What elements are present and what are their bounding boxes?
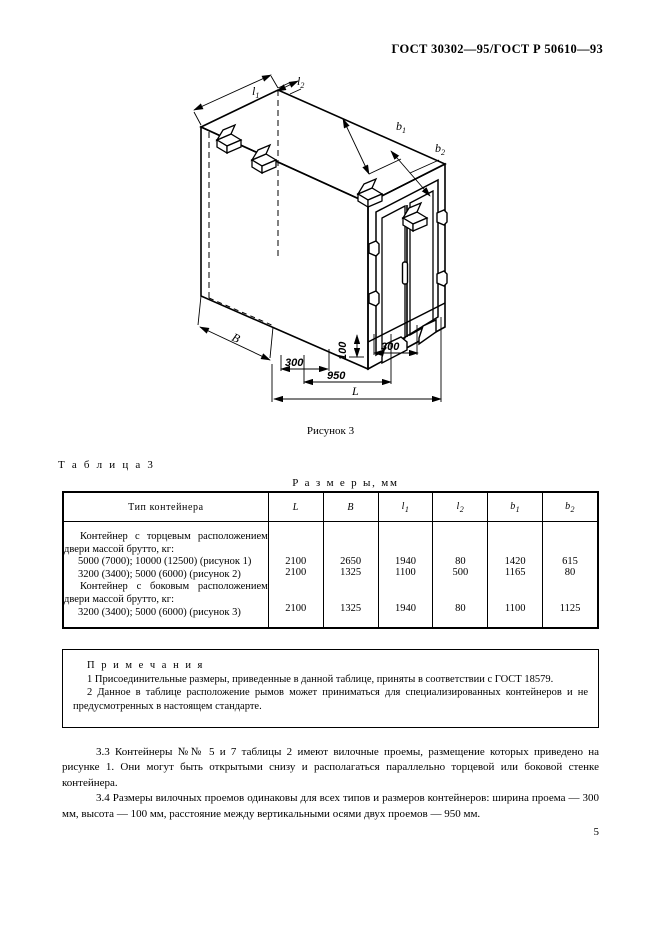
column-header-L: L — [267, 492, 324, 522]
notes-title: П р и м е ч а н и я — [87, 660, 205, 671]
column-header-type: Тип контейнера — [63, 492, 269, 522]
value-l1-row1: 1940 — [394, 556, 416, 568]
value-b1-row1: 1420 — [504, 556, 526, 568]
dim-label-l1: l1 — [252, 84, 259, 100]
table-header-row: Тип контейнера L B l1 l2 b1 — [63, 492, 598, 522]
value-L-row1: 2100 — [285, 556, 307, 568]
dim-label-100: 100 — [337, 341, 349, 360]
dim-label-950: 950 — [327, 370, 346, 382]
dim-label-B: B — [230, 330, 243, 346]
table-label: Т а б л и ц а 3 — [58, 459, 156, 471]
values-column-l1: 1940 1100 1940 — [377, 520, 434, 629]
page-number: 5 — [593, 826, 600, 838]
dim-label-pocket-left-300: 300 — [285, 357, 304, 369]
paragraph-3-3: 3.3 Контейнеры №№ 5 и 7 таблицы 2 имеют … — [62, 746, 599, 789]
note-item-1: 1 Присоединительные размеры, приведенные… — [87, 674, 554, 686]
row-type-3: 3200 (3400); 5000 (6000) (рисунок 3) — [78, 606, 241, 618]
value-l1-row2: 1100 — [395, 567, 416, 579]
value-b1-row2: 1165 — [504, 567, 526, 579]
table-title: Р а з м е р ы, мм — [292, 477, 399, 489]
column-header-b1: b1 — [487, 492, 544, 522]
column-header-b2: b2 — [542, 492, 598, 522]
value-L-row2: 2100 — [285, 567, 307, 579]
page-header-standard: ГОСТ 30302—95/ГОСТ Р 50610—93 — [391, 42, 603, 56]
value-l2-row2: 500 — [452, 567, 469, 579]
value-B-row2: 1325 — [340, 567, 362, 579]
table-notes: П р и м е ч а н и я 1 Присоединительные … — [62, 649, 599, 728]
column-header-B: B — [322, 492, 379, 522]
dim-label-b1: b1 — [396, 119, 406, 135]
container-isometric-svg: l1 l2 b1 — [193, 74, 448, 403]
note-item-2: 2 Данное в таблице расположение рымов мо… — [73, 687, 588, 712]
group-heading-end-door: Контейнер с торцевым расположе­нием двер… — [64, 531, 268, 555]
value-B-row1: 2650 — [340, 556, 362, 568]
value-B-row3: 1325 — [340, 603, 362, 615]
values-column-B: 2650 1325 1325 — [322, 520, 379, 629]
row-type-2: 3200 (3400); 5000 (6000) (рисунок 2) — [78, 568, 241, 580]
column-header-l1: l1 — [377, 492, 434, 522]
container-type-cell: Контейнер с торцевым расположе­нием двер… — [63, 520, 269, 629]
dim-label-L: L — [351, 384, 359, 398]
figure-caption: Рисунок 3 — [306, 425, 355, 437]
group-heading-side-door: Контейнер с боковым расположе­нием двери… — [64, 581, 268, 605]
value-L-row3: 2100 — [285, 603, 307, 615]
dim-label-b2: b2 — [435, 141, 445, 157]
values-column-L: 2100 2100 2100 — [267, 520, 324, 629]
dimensions-table: Тип контейнера L B l1 l2 b1 — [63, 492, 598, 629]
values-column-l2: 80 500 80 — [432, 520, 489, 629]
values-column-b2: 615 80 1125 — [542, 520, 598, 629]
value-l2-row3: 80 — [455, 603, 466, 615]
value-b2-row3: 1125 — [559, 603, 581, 615]
dimensions-table-container: Тип контейнера L B l1 l2 b1 — [62, 491, 599, 630]
body-text: 3.3 Контейнеры №№ 5 и 7 таблицы 2 имеют … — [62, 745, 599, 822]
value-l2-row1: 80 — [455, 556, 466, 568]
dim-label-l2: l2 — [297, 74, 304, 90]
value-b1-row3: 1100 — [504, 603, 526, 615]
value-b2-row2: 80 — [564, 567, 576, 579]
value-l1-row3: 1940 — [394, 603, 416, 615]
container-technical-drawing: l1 l2 b1 — [186, 72, 496, 417]
table-body-row: Контейнер с торцевым расположе­нием двер… — [63, 520, 598, 629]
column-header-l2: l2 — [432, 492, 489, 522]
value-b2-row1: 615 — [562, 556, 578, 568]
values-column-b1: 1420 1165 1100 — [487, 520, 544, 629]
paragraph-3-4: 3.4 Размеры вилочных проемов одинаковы д… — [62, 792, 599, 820]
row-type-1: 5000 (7000); 10000 (12500) (рисунок 1) — [78, 556, 252, 568]
